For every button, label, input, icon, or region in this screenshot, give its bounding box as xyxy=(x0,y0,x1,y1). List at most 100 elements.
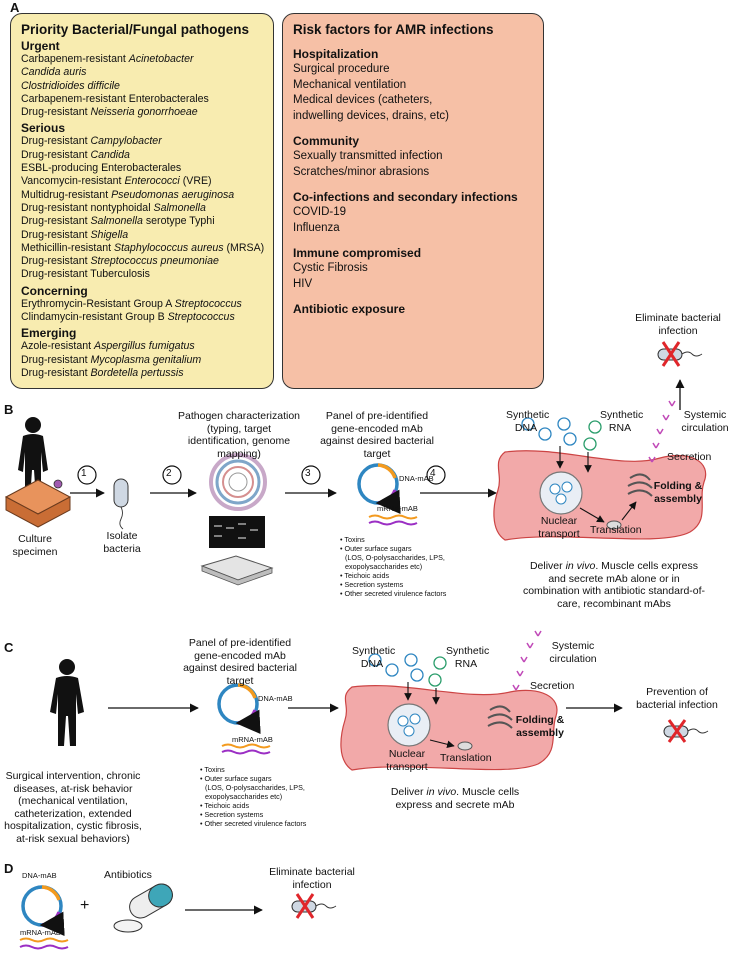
nuclear-transport-c-label: Nuclear transport xyxy=(386,748,428,773)
eliminated-bacterium-b-icon xyxy=(657,341,703,367)
mrna-orange xyxy=(368,514,418,520)
dna-mab-d-label: DNA-mAB xyxy=(22,871,57,880)
step-2-label: 2 xyxy=(166,468,172,479)
synthetic-rna-b-icon xyxy=(583,420,602,451)
plus-sign: + xyxy=(80,897,90,914)
dna-mab-c-label: DNA-mAB xyxy=(258,694,293,703)
target-item: • Outer surface sugars xyxy=(200,774,272,783)
pathogen-item: Azole-resistant Aspergillus fumigatus xyxy=(21,340,195,353)
deliver-b-post: . Muscle cells express and secrete mAb a… xyxy=(522,560,706,610)
step-circles xyxy=(77,465,446,485)
risk-group-heading: Hospitalization xyxy=(293,47,379,61)
eliminate-b-label: Eliminate bacterial infection xyxy=(635,312,721,337)
pathogen-item: Erythromycin-Resistant Group A Streptoco… xyxy=(21,297,242,310)
synthetic-dna-c-label: Synthetic DNA xyxy=(352,645,396,670)
translation-b-label: Translation xyxy=(590,524,642,536)
step-3-label: 3 xyxy=(305,468,311,479)
plasmid-d-icon xyxy=(21,885,65,937)
pathogen-group-heading: Urgent xyxy=(21,39,60,53)
risk-group-heading: Co-infections and secondary infections xyxy=(293,190,518,204)
pathogens-box: Priority Bacterial/Fungal pathogens Urge… xyxy=(10,13,274,389)
risk-item: Scratches/minor abrasions xyxy=(293,165,430,178)
pathogen-item: Clostridioides difficile xyxy=(21,79,120,92)
pathogen-item: Candida auris xyxy=(21,66,87,79)
risk-item: Cystic Fibrosis xyxy=(293,262,368,274)
nucleus-c xyxy=(387,703,431,747)
pathogen-item: Drug-resistant Bordetella pertussis xyxy=(21,366,184,379)
pathogen-item: Carbapenem-resistant Acinetobacter xyxy=(21,53,194,65)
plasmid-c-icon xyxy=(217,683,261,735)
mrna-purple xyxy=(368,520,418,526)
risk-factors-box: Risk factors for AMR infections Hospital… xyxy=(282,13,544,389)
synthetic-dna-b-label: Synthetic DNA xyxy=(506,409,550,434)
deliver-c-text: Deliver in vivo. Muscle cells express an… xyxy=(375,786,535,811)
folding-c-label: Folding & assembly xyxy=(515,714,565,739)
pathogen-item: Methicillin-resistant Staphylococcus aur… xyxy=(21,241,265,254)
muscle-cell-b xyxy=(493,450,707,541)
step-1-label: 1 xyxy=(81,468,87,479)
eliminated-bacterium-d-icon xyxy=(291,893,337,919)
target-item: • Teichoic acids xyxy=(200,801,250,810)
secretion-b-label: Secretion xyxy=(667,451,712,463)
pathogen-item: Clindamycin-resistant Group B Streptococ… xyxy=(21,311,235,324)
deliver-b-pre: Deliver xyxy=(529,560,566,572)
deliver-c-pre: Deliver xyxy=(390,786,427,798)
risk-item: HIV xyxy=(293,277,313,290)
deliver-c-em: in vivo xyxy=(426,786,457,798)
dna-mab-b-label: DNA-mAB xyxy=(399,474,434,483)
target-item: exopolysaccharides etc) xyxy=(205,792,283,801)
systemic-c-label: Systemic circulation xyxy=(549,640,597,665)
targets-b-list: • Toxins• Outer surface sugars(LOS, O-po… xyxy=(340,535,446,598)
panel-label-c: C xyxy=(4,640,14,655)
antibiotic-pill-icon xyxy=(113,883,173,933)
prevention-label: Prevention of bacterial infection xyxy=(636,686,718,711)
target-item: • Other secreted virulence factors xyxy=(200,819,307,828)
nucleus-b xyxy=(539,471,583,515)
translation-c-label: Translation xyxy=(440,752,492,764)
target-item: • Teichoic acids xyxy=(340,571,390,580)
antibody-stream-b xyxy=(648,400,676,463)
golgi-b xyxy=(627,473,653,497)
characterization-label: Pathogen characterization (typing, targe… xyxy=(178,410,300,460)
deliver-b-em: in vivo xyxy=(565,560,596,572)
step-4-label: 4 xyxy=(430,468,436,479)
pathogen-item: Drug-resistant nontyphoidal Salmonella xyxy=(21,201,206,214)
folding-b-label: Folding & assembly xyxy=(653,480,703,505)
synthetic-dna-b-icon xyxy=(521,417,577,446)
pathogens-title: Priority Bacterial/Fungal pathogens xyxy=(21,22,250,37)
gel-image-icon xyxy=(209,516,265,548)
pathogen-item: Drug-resistant Candida xyxy=(21,148,130,161)
risk-item: Medical devices (catheters, xyxy=(293,94,433,106)
ribosome-b xyxy=(606,520,622,530)
systemic-b-label: Systemic circulation xyxy=(681,409,729,434)
target-item: (LOS, O-polysaccharides, LPS, xyxy=(345,553,445,562)
pathogen-item: Multidrug-resistant Pseudomonas aerugino… xyxy=(21,188,235,201)
pathogen-item: Drug-resistant Shigella xyxy=(21,228,129,241)
pathogen-item: Carbapenem-resistant Enterobacterales xyxy=(21,92,209,105)
panel-c-label: Panel of pre-identified gene-encoded mAb… xyxy=(183,637,297,687)
pathogen-item: Drug-resistant Campylobacter xyxy=(21,135,162,148)
mrna-mab-c-label: mRNA-mAB xyxy=(232,735,273,744)
target-item: (LOS, O-polysaccharides, LPS, xyxy=(205,783,305,792)
panel-label-b: B xyxy=(4,402,14,417)
pathogen-item: Vancomycin-resistant Enterococci (VRE) xyxy=(21,175,212,188)
risk-item: indwelling devices, drains, etc) xyxy=(293,109,449,122)
risk-group-heading: Antibiotic exposure xyxy=(293,302,406,316)
person-silhouette-c-icon xyxy=(50,659,84,746)
panel-label-a: A xyxy=(10,0,20,15)
synthetic-rna-c-icon xyxy=(428,656,447,687)
pathogen-group-heading: Serious xyxy=(21,121,66,136)
target-item: • Toxins xyxy=(200,765,225,774)
target-item: • Secretion systems xyxy=(200,810,264,819)
well-plate-icon xyxy=(200,555,274,586)
target-item: exopolysaccharides etc) xyxy=(345,562,423,571)
genome-map-icon xyxy=(209,453,267,511)
panel-label-d: D xyxy=(4,861,14,876)
pathogen-item: Drug-resistant Neisseria gonorrhoeae xyxy=(21,106,198,119)
eliminate-d-label: Eliminate bacterial infection xyxy=(269,866,355,891)
risk-item: Sexually transmitted infection xyxy=(293,150,443,162)
deliver-b-text: Deliver in vivo. Muscle cells express an… xyxy=(520,560,708,610)
